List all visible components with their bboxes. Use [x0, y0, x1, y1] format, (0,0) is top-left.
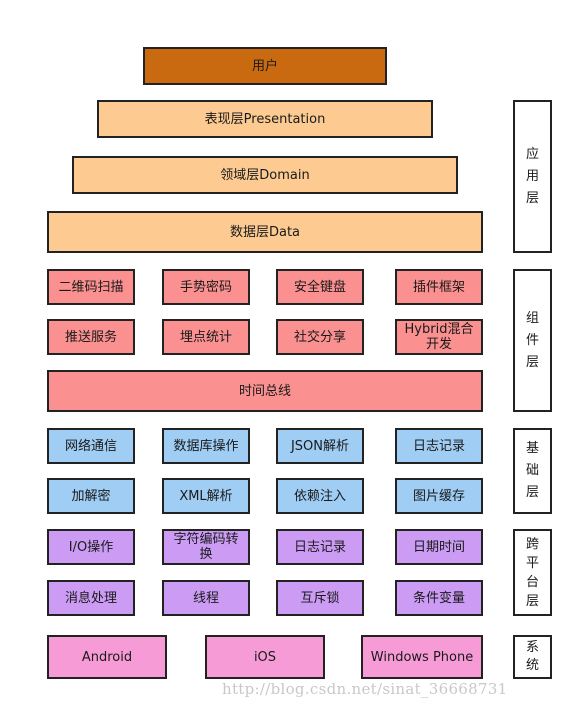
base-xml-parse: XML解析 — [162, 478, 250, 514]
system-android: Android — [47, 635, 167, 679]
component-tracking-stats: 埋点统计 — [162, 319, 250, 355]
side-label-char: 层 — [525, 190, 539, 206]
base-encryption: 加解密 — [47, 478, 135, 514]
side-label-base: 基 础 层 — [513, 428, 552, 514]
platform-datetime: 日期时间 — [395, 529, 483, 565]
base-database: 数据库操作 — [162, 428, 250, 464]
side-label-char: 跨 — [525, 536, 539, 552]
side-label-char: 件 — [525, 332, 539, 348]
system-ios: iOS — [205, 635, 325, 679]
platform-mutex: 互斥锁 — [276, 580, 364, 616]
presentation-layer: 表现层Presentation — [97, 100, 433, 138]
event-bus: 时间总线 — [47, 370, 483, 412]
component-hybrid-dev: Hybrid混合开发 — [395, 319, 483, 355]
side-label-char: 基 — [525, 441, 539, 456]
side-label-char: 层 — [525, 354, 539, 370]
component-plugin-framework: 插件框架 — [395, 269, 483, 305]
base-network: 网络通信 — [47, 428, 135, 464]
side-label-char: 层 — [525, 593, 539, 609]
component-social-share: 社交分享 — [276, 319, 364, 355]
user-layer: 用户 — [143, 47, 387, 85]
base-logging: 日志记录 — [395, 428, 483, 464]
side-label-char: 平 — [525, 555, 539, 571]
side-label-char: 础 — [525, 463, 539, 478]
base-json-parse: JSON解析 — [276, 428, 364, 464]
platform-charset-convert: 字符编码转换 — [162, 529, 250, 565]
side-label-char: 层 — [525, 485, 539, 500]
watermark-text: http://blog.csdn.net/sinat_36668731 — [222, 680, 508, 698]
side-label-char: 组 — [525, 310, 539, 326]
platform-logging: 日志记录 — [276, 529, 364, 565]
data-layer: 数据层Data — [47, 211, 483, 253]
component-secure-keyboard: 安全键盘 — [276, 269, 364, 305]
side-label-platform: 跨 平 台 层 — [513, 529, 552, 616]
side-label-system: 系 统 — [513, 635, 552, 679]
side-label-char: 系 — [525, 640, 539, 655]
component-push-service: 推送服务 — [47, 319, 135, 355]
side-label-char: 用 — [525, 168, 539, 184]
component-qrcode-scan: 二维码扫描 — [47, 269, 135, 305]
side-label-application: 应 用 层 — [513, 100, 552, 253]
component-gesture-password: 手势密码 — [162, 269, 250, 305]
platform-message: 消息处理 — [47, 580, 135, 616]
side-label-char: 台 — [525, 574, 539, 590]
domain-layer: 领域层Domain — [72, 156, 458, 194]
platform-io: I/O操作 — [47, 529, 135, 565]
system-windows-phone: Windows Phone — [361, 635, 483, 679]
side-label-char: 应 — [525, 146, 539, 162]
platform-thread: 线程 — [162, 580, 250, 616]
side-label-component: 组 件 层 — [513, 269, 552, 412]
platform-condition-variable: 条件变量 — [395, 580, 483, 616]
base-image-cache: 图片缓存 — [395, 478, 483, 514]
side-label-char: 统 — [525, 658, 539, 673]
base-dependency-injection: 依赖注入 — [276, 478, 364, 514]
